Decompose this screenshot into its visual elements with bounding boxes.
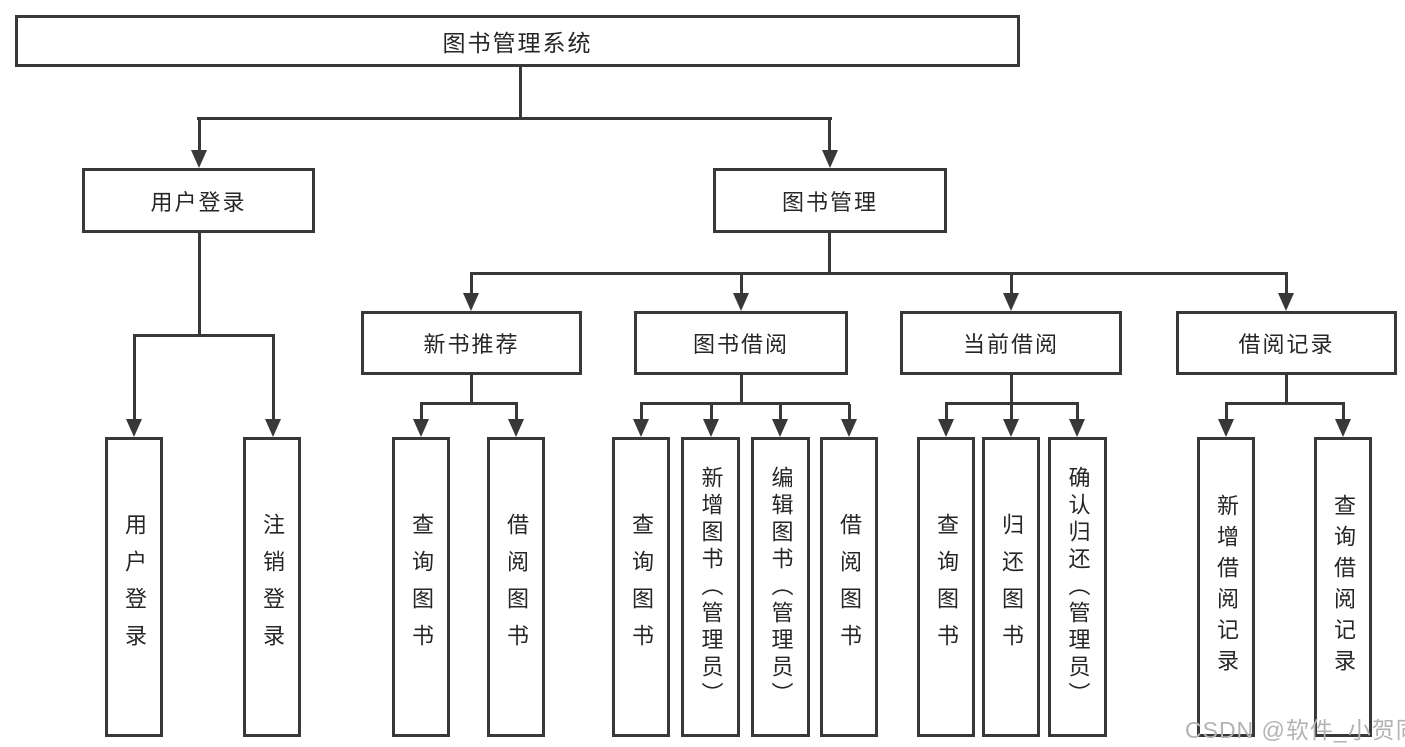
arrow-down-icon: [1278, 293, 1294, 311]
leaf-query-books-2: 查询图书: [612, 437, 670, 737]
arrow-down-icon: [633, 419, 649, 437]
leaf-confirm-return-admin: 确认归还（管理员）: [1048, 437, 1107, 737]
leaf-label: 确认归还（管理员）: [1065, 465, 1091, 709]
connector-line: [740, 375, 743, 403]
connector-line: [945, 402, 1079, 405]
connector-line: [740, 274, 743, 294]
connector-line: [828, 119, 831, 151]
connector-line: [515, 404, 518, 420]
connector-line: [1010, 404, 1013, 420]
leaf-user-login: 用户登录: [105, 437, 163, 737]
arrow-down-icon: [733, 293, 749, 311]
connector-line: [1225, 404, 1228, 420]
arrow-down-icon: [265, 419, 281, 437]
connector-line: [1285, 375, 1288, 403]
leaf-return-books: 归还图书: [982, 437, 1040, 737]
connector-line: [133, 334, 275, 337]
leaf-logout: 注销登录: [243, 437, 301, 737]
leaf-label: 用户登录: [122, 513, 147, 661]
arrow-down-icon: [772, 419, 788, 437]
connector-line: [519, 67, 522, 118]
leaf-label: 编辑图书（管理员）: [768, 465, 794, 709]
leaf-edit-books-admin: 编辑图书（管理员）: [751, 437, 810, 737]
arrow-down-icon: [1218, 419, 1234, 437]
connector-line: [640, 404, 643, 420]
arrow-down-icon: [938, 419, 954, 437]
connector-line: [133, 336, 136, 419]
leaf-label: 注销登录: [260, 513, 285, 661]
node-book-management: 图书管理: [713, 168, 947, 233]
arrow-down-icon: [1335, 419, 1351, 437]
connector-line: [945, 404, 948, 420]
connector-line: [470, 272, 1288, 275]
node-borrow-records: 借阅记录: [1176, 311, 1397, 375]
connector-line: [470, 274, 473, 294]
connector-line: [198, 233, 201, 335]
connector-line: [1285, 274, 1288, 294]
arrow-down-icon: [1069, 419, 1085, 437]
leaf-label: 查询借阅记录: [1331, 494, 1356, 680]
leaf-add-borrow-record: 新增借阅记录: [1197, 437, 1255, 737]
arrow-down-icon: [191, 150, 207, 168]
leaf-label: 查询图书: [629, 513, 654, 661]
connector-line: [198, 119, 201, 151]
connector-line: [1342, 404, 1345, 420]
leaf-label: 借阅图书: [837, 513, 862, 661]
arrow-down-icon: [508, 419, 524, 437]
leaf-query-borrow-record: 查询借阅记录: [1314, 437, 1372, 737]
connector-line: [779, 404, 782, 420]
leaf-borrow-books-1: 借阅图书: [487, 437, 545, 737]
arrow-down-icon: [1003, 293, 1019, 311]
arrow-down-icon: [126, 419, 142, 437]
connector-line: [1010, 375, 1013, 403]
leaf-query-books-1: 查询图书: [392, 437, 450, 737]
connector-line: [420, 404, 423, 420]
leaf-query-books-3: 查询图书: [917, 437, 975, 737]
connector-line: [848, 404, 851, 420]
arrow-down-icon: [1003, 419, 1019, 437]
connector-line: [197, 117, 832, 120]
node-book-borrow: 图书借阅: [634, 311, 848, 375]
leaf-label: 新增图书（管理员）: [698, 465, 724, 709]
leaf-add-books-admin: 新增图书（管理员）: [681, 437, 740, 737]
connector-line: [470, 375, 473, 403]
connector-line: [420, 402, 518, 405]
connector-line: [272, 336, 275, 419]
arrow-down-icon: [413, 419, 429, 437]
arrow-down-icon: [703, 419, 719, 437]
arrow-down-icon: [841, 419, 857, 437]
arrow-down-icon: [463, 293, 479, 311]
node-root: 图书管理系统: [15, 15, 1020, 67]
connector-line: [710, 404, 713, 420]
leaf-label: 查询图书: [934, 513, 959, 661]
watermark: CSDN @软件_小贺同学: [1185, 717, 1405, 743]
connector-line: [1225, 402, 1345, 405]
connector-line: [1076, 404, 1079, 420]
leaf-label: 归还图书: [999, 513, 1024, 661]
connector-line: [640, 402, 850, 405]
leaf-label: 查询图书: [409, 513, 434, 661]
connector-line: [1010, 274, 1013, 294]
leaf-label: 借阅图书: [504, 513, 529, 661]
node-current-borrow: 当前借阅: [900, 311, 1122, 375]
node-user-login: 用户登录: [82, 168, 315, 233]
leaf-borrow-books-2: 借阅图书: [820, 437, 878, 737]
arrow-down-icon: [822, 150, 838, 168]
leaf-label: 新增借阅记录: [1214, 494, 1239, 680]
node-new-book-recommend: 新书推荐: [361, 311, 582, 375]
connector-line: [828, 233, 831, 273]
